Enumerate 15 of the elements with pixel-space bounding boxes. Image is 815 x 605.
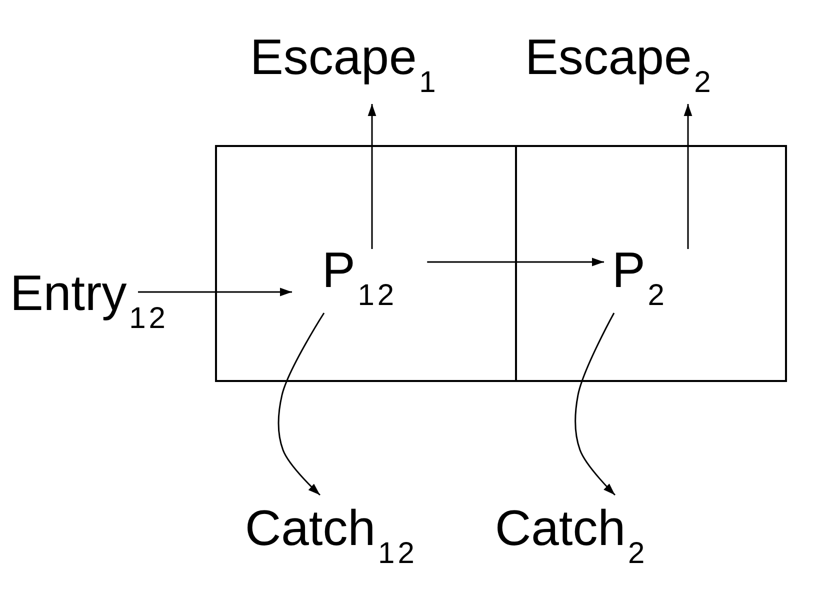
arrow xyxy=(368,104,376,249)
compartment-box xyxy=(515,145,787,382)
arrow xyxy=(278,312,325,496)
node-label: Catch$_{12}$ xyxy=(245,503,418,569)
arrow xyxy=(684,104,692,249)
compartment-box xyxy=(215,145,517,382)
arrow xyxy=(138,288,292,296)
arrow xyxy=(574,312,616,496)
node-label: P$_{2}$ xyxy=(612,245,668,311)
arrow xyxy=(427,258,604,266)
node-label: Escape$_{2}$ xyxy=(525,32,714,98)
node-label: Entry$_{12}$ xyxy=(10,268,168,334)
node-label: Catch$_{2}$ xyxy=(495,503,648,569)
node-label: P$_{12}$ xyxy=(322,245,398,311)
node-label: Escape$_{1}$ xyxy=(250,32,439,98)
